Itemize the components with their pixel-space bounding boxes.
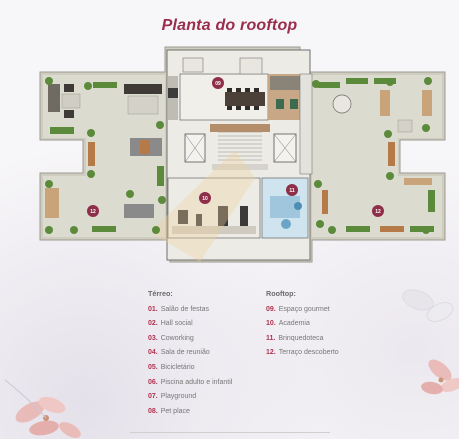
terrace-right-link	[312, 138, 398, 176]
kitchen-counter-dark	[168, 88, 178, 98]
badge-11: 11	[286, 184, 298, 196]
badge-10: 10	[199, 192, 211, 204]
table-set-bottom-left	[124, 204, 154, 218]
lounger-bottom-right	[404, 178, 432, 185]
kids-toy-a	[281, 219, 291, 229]
table-set-left-wood	[140, 140, 150, 154]
gym-mat	[172, 226, 256, 234]
legend-item: 05.Bicicletário	[148, 363, 195, 371]
legend-rooftop: Rooftop: 09.Espaço gourmet 10.Academia 1…	[266, 287, 339, 361]
legend-terreo: Térreo: 01.Salão de festas 02.Hall socia…	[148, 287, 232, 419]
hedge-top-right-a	[318, 82, 340, 88]
stair-landing	[212, 164, 268, 170]
hedge-bottom-left	[92, 226, 116, 232]
legend-item: 08.Pet place	[148, 407, 190, 415]
legend-item: 04.Sala de reunião	[148, 349, 210, 357]
flower-decoration-right	[402, 289, 459, 395]
hedge-left-bottom	[50, 127, 74, 134]
hedge-bottom-right-a	[346, 226, 370, 232]
legend-rooftop-heading: Rooftop:	[266, 289, 296, 298]
footer-divider	[130, 432, 330, 433]
round-table-right	[332, 94, 352, 114]
hedge-bottom-right-c	[410, 226, 434, 232]
lounger-right-a	[380, 90, 390, 116]
elevator-right-x	[273, 133, 297, 163]
lounge-rug-mid	[127, 95, 159, 115]
badge-09: 09	[212, 77, 224, 89]
svg-text:12: 12	[375, 209, 381, 215]
light-beam	[150, 150, 255, 262]
legend-item: 06.Piscina adulto e infantil	[148, 378, 233, 386]
legend-item: 01.Salão de festas	[148, 305, 209, 313]
svg-text:10: 10	[202, 196, 208, 202]
plants	[45, 77, 432, 234]
legend-item: 10.Academia	[266, 320, 310, 328]
svg-text:12: 12	[90, 209, 96, 215]
badge-12-left: 12	[87, 205, 99, 217]
legend-item: 09.Espaço gourmet	[266, 305, 330, 313]
service-column-right	[299, 73, 313, 175]
wood-floor-sofa	[270, 76, 307, 90]
lounge-chair-a	[64, 84, 74, 92]
bathroom-block	[182, 57, 204, 73]
dining-chairs	[227, 88, 259, 110]
legend-item: 02.Hall social	[148, 320, 193, 328]
lounger-right-b	[422, 90, 432, 116]
lounge-rug-left	[61, 93, 81, 109]
badge-12-right: 12	[372, 205, 384, 217]
svg-text:09: 09	[215, 81, 221, 87]
kids-play-mat	[270, 196, 300, 218]
planter-bottom-right	[428, 190, 435, 212]
elevator-left-x	[184, 133, 206, 163]
svg-text:11: 11	[289, 188, 295, 194]
bench-bottom-right	[322, 190, 328, 214]
dining-table	[225, 92, 265, 106]
planter-vertical-left	[157, 166, 164, 186]
legend-item: 03.Coworking	[148, 334, 194, 342]
rug-top-right	[397, 119, 413, 133]
plant-pot-b	[290, 99, 298, 109]
hedge-bottom-right-b	[380, 226, 404, 232]
plant-pot-a	[276, 99, 284, 109]
gym-equipment	[178, 206, 248, 230]
bench-left	[88, 142, 95, 166]
hedge-top-right-b	[346, 78, 368, 84]
hedge-top-left	[93, 82, 117, 88]
legend-item: 11.Brinquedoteca	[266, 334, 324, 342]
page-title: Planta do rooftop	[161, 17, 298, 34]
flower-decoration-left	[4, 379, 81, 438]
hedge-top-right-c	[374, 78, 396, 84]
lounge-chair-b	[64, 110, 74, 118]
corridor-wood	[210, 124, 270, 132]
legend-item: 12.Terraço descoberto	[266, 349, 339, 357]
service-room	[239, 57, 263, 75]
legend-terreo-heading: Térreo:	[148, 289, 173, 298]
bench-right	[388, 142, 395, 166]
lounge-sofa-mid	[124, 84, 162, 94]
lounge-sofa-left	[48, 84, 60, 112]
kids-toy-b	[294, 202, 302, 210]
legend-item: 07.Playground	[148, 393, 197, 401]
lounger-left	[45, 188, 59, 218]
